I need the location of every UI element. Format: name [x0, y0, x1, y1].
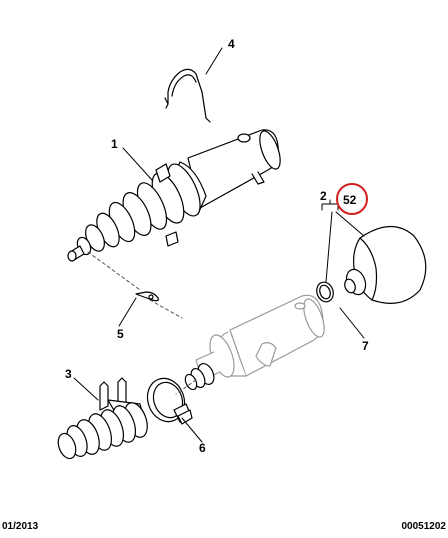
hose-clamp-part [146, 377, 193, 425]
wire-clip-part [164, 68, 211, 123]
pin-part [135, 291, 159, 302]
leader-lines [73, 47, 365, 443]
callout-52: 52 [343, 193, 357, 207]
highlight-circle [336, 183, 368, 215]
callout-1: 1 [111, 137, 118, 151]
callout-2: 2 [320, 189, 327, 203]
callout-7: 7 [362, 339, 369, 353]
footer-date: 01/2013 [2, 521, 39, 532]
assembly-guide-lines [87, 251, 197, 395]
lower-cylinder-body [195, 294, 325, 381]
callout-3: 3 [65, 367, 72, 381]
steering-cylinder-assembly [67, 129, 281, 262]
o-ring-seal-part [316, 281, 334, 303]
callout-5: 5 [117, 327, 124, 341]
callout-4: 4 [228, 37, 235, 51]
accumulator-sphere-part [344, 225, 427, 304]
bellows-boot-part [57, 377, 148, 460]
callout-6: 6 [199, 441, 206, 455]
footer-reference: 00051202 [401, 521, 447, 532]
small-bellow-fitting [184, 363, 215, 391]
